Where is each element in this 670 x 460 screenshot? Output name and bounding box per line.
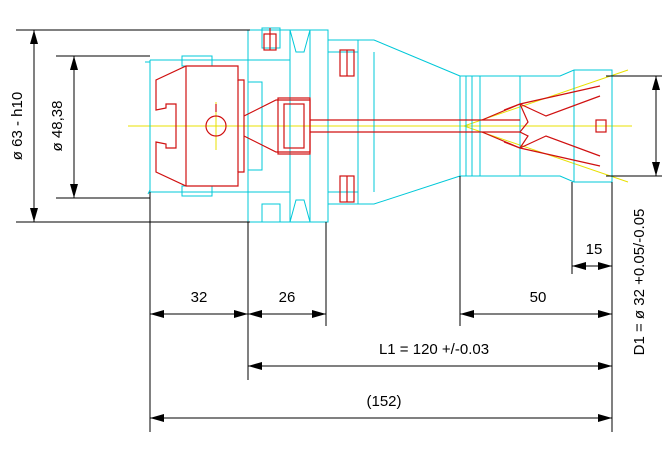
dimension-lines — [16, 29, 662, 432]
dim-outer-diameter: ø 63 - h10 — [9, 92, 26, 160]
dimension-arrows — [30, 30, 660, 422]
dim-total: (152) — [366, 393, 401, 410]
holder-outline — [145, 27, 613, 223]
dim-inner-diameter: ø 48,38 — [49, 101, 66, 152]
dim-length-50: 50 — [530, 289, 547, 306]
dim-d1: D1 = ø 32 +0.05/-0.05 — [631, 209, 648, 356]
centerlines — [128, 69, 632, 183]
dim-width-26: 26 — [279, 289, 296, 306]
dim-length-15: 15 — [586, 241, 603, 258]
dim-l1: L1 = 120 +/-0.03 — [379, 341, 489, 358]
dim-width-32: 32 — [191, 289, 208, 306]
section-lines — [155, 28, 607, 203]
